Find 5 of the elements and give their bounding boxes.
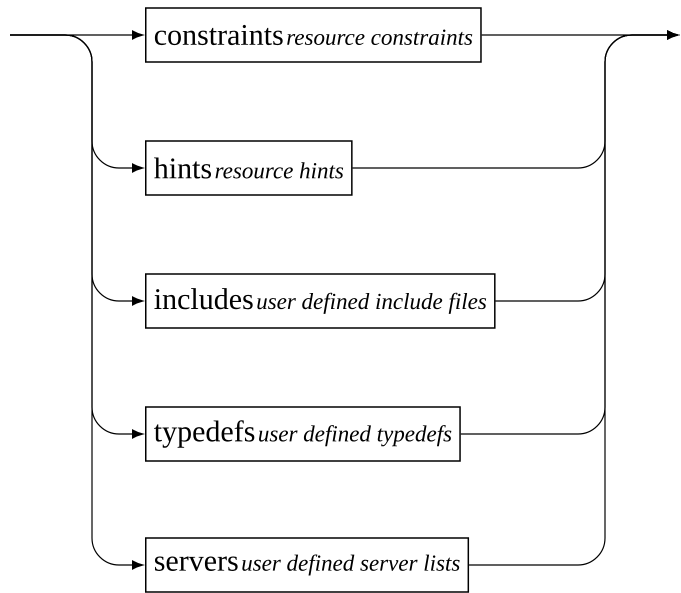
syntax-box: hintsresource hints [145,140,353,196]
arrow [10,34,144,570]
arrow [469,30,678,566]
syntax-box: constraintsresource constraints [145,7,482,63]
syntax-box: typedefsuser defined typedefs [145,406,461,462]
